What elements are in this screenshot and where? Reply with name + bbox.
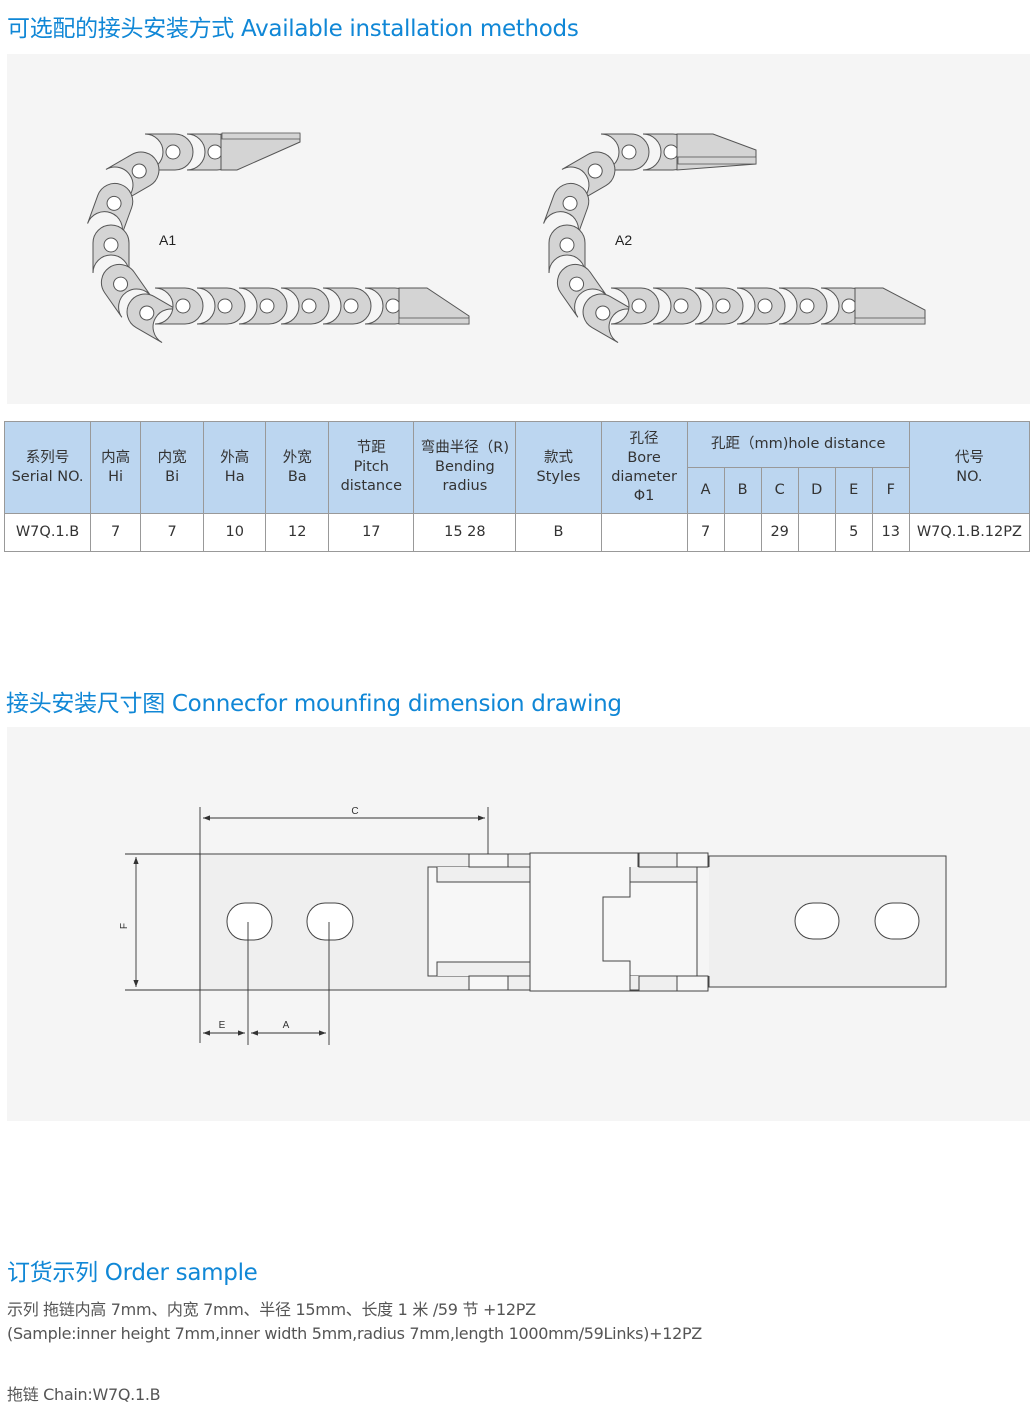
cell-hole-e: 5	[834, 513, 873, 552]
header-hole-d: D	[797, 467, 836, 514]
cell-hole-d	[797, 513, 836, 552]
dim-label-f: F	[119, 923, 130, 929]
header-hole-c: C	[760, 467, 799, 514]
header-hole-a: A	[686, 467, 725, 514]
dim-label-e: E	[219, 1020, 226, 1031]
cell-hole-c: 29	[760, 513, 799, 552]
chain-diagram-a2: A2	[543, 133, 926, 344]
header-hole-distance: 孔距（mm)hole distance	[686, 421, 910, 468]
header-hole-e: E	[834, 467, 873, 514]
section-title-order: 订货示列 Order sample	[7, 1260, 258, 1286]
cell-radius: 15 28	[413, 513, 517, 552]
cell-ha: 10	[203, 513, 267, 552]
header-hole-f: F	[871, 467, 910, 514]
chain-diagrams: A1 A2	[87, 132, 926, 344]
section-title-installation: 可选配的接头安装方式 Available installation method…	[7, 16, 579, 42]
order-sample-chain: 拖链 Chain:W7Q.1.B	[7, 1385, 161, 1402]
cell-styles: B	[515, 513, 602, 552]
dimension-drawing-panel: C F E A	[7, 727, 1030, 1121]
cell-hole-a: 7	[686, 513, 725, 552]
installation-diagrams-panel: A1 A2	[7, 54, 1030, 404]
order-sample-line-cn: 示列 拖链内高 7mm、内宽 7mm、半径 15mm、长度 1 米 /59 节 …	[7, 1300, 536, 1319]
diagram-label-a2: A2	[615, 232, 632, 248]
cell-hi: 7	[90, 513, 142, 552]
cell-bi: 7	[140, 513, 205, 552]
header-hole-b: B	[723, 467, 762, 514]
dim-label-a: A	[283, 1020, 290, 1031]
dimension-drawing: C F E A	[119, 806, 947, 1045]
section-title-dimension: 接头安装尺寸图 Connecfor mounfing dimension dra…	[6, 691, 622, 717]
table-row: W7Q.1.B 7 7 10 12 17 15 28 B 7 29 5 13 W…	[3, 513, 1031, 552]
cell-bore	[600, 513, 688, 552]
chain-diagram-a1: A1	[87, 132, 470, 344]
cell-pitch: 17	[328, 513, 415, 552]
cell-ba: 12	[265, 513, 330, 552]
cell-hole-b	[723, 513, 762, 552]
cell-no: W7Q.1.B.12PZ	[908, 513, 1031, 552]
cell-serial: W7Q.1.B	[3, 513, 92, 552]
diagram-label-a1: A1	[159, 232, 176, 248]
dim-label-c: C	[351, 806, 358, 817]
cell-hole-f: 13	[871, 513, 910, 552]
order-sample-line-en: (Sample:inner height 7mm,inner width 5mm…	[7, 1324, 702, 1343]
